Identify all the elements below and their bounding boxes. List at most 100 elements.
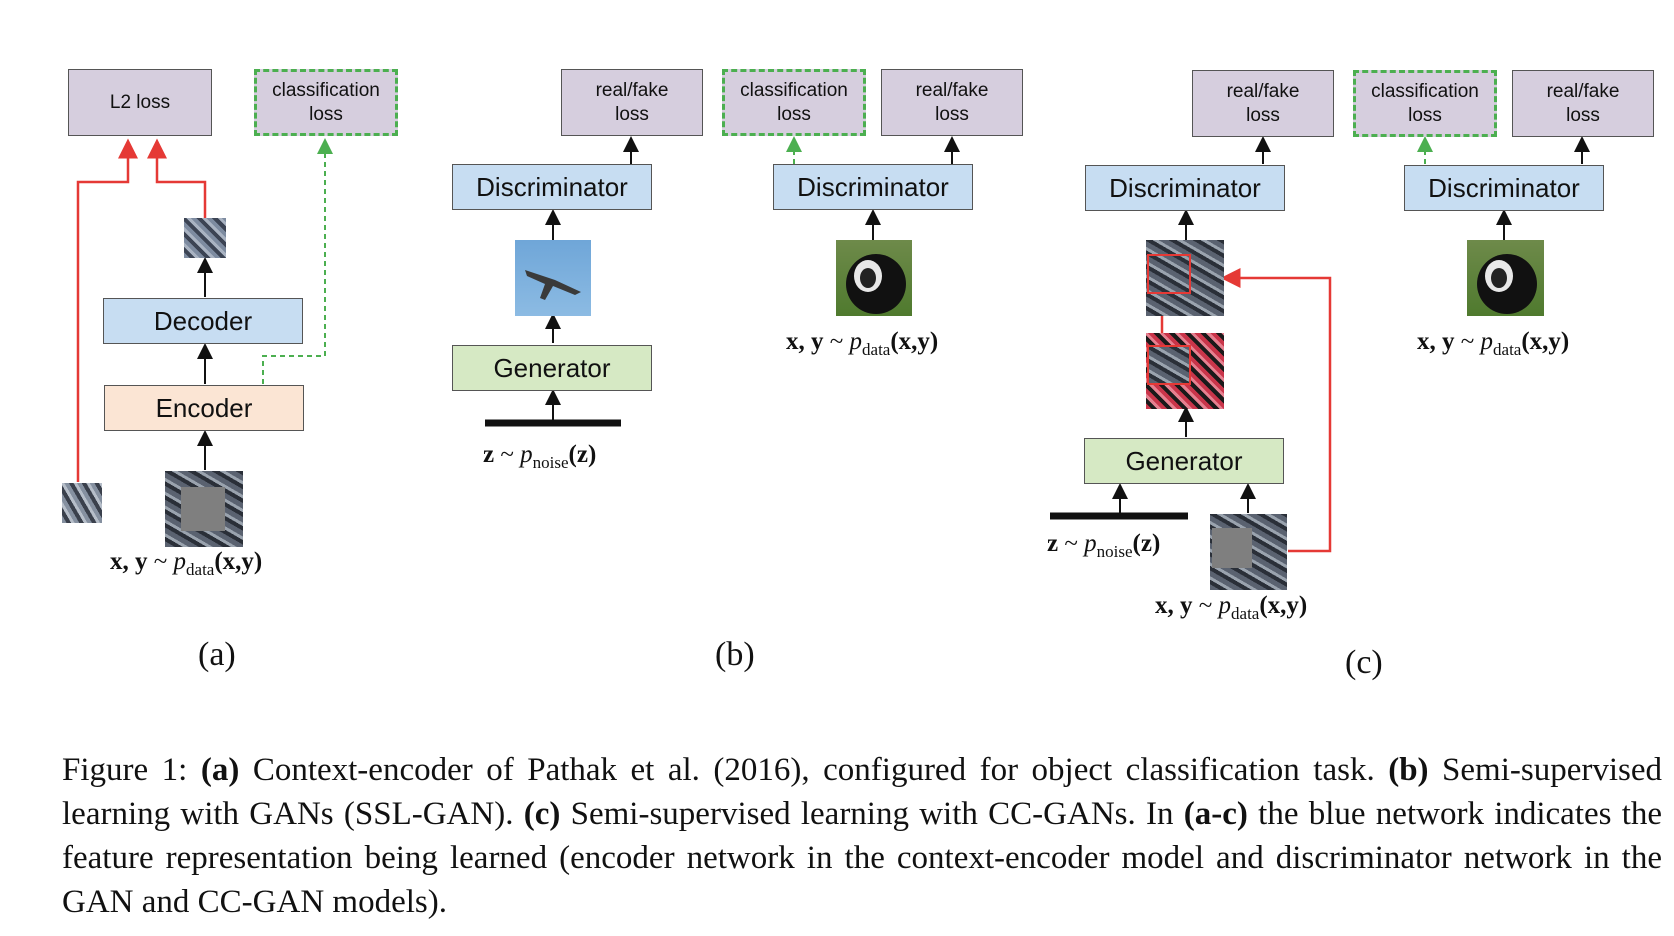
formula-p: p (849, 328, 863, 355)
caption-in: In (1146, 796, 1174, 832)
formula-tilde: ~ (829, 328, 844, 355)
discriminator-label: Discriminator (476, 171, 628, 202)
formula-sub: data (1493, 340, 1522, 359)
caption-tag-a: (a) (200, 752, 240, 788)
classification-loss-box-a: classification loss (254, 69, 398, 136)
real-fake-loss-line2: loss (935, 103, 969, 125)
formula-args: (x,y) (214, 548, 263, 575)
generated-patch-image (1146, 333, 1224, 409)
real-fake-loss-box-c1: real/fake loss (1192, 70, 1334, 137)
formula-sub: noise (1096, 542, 1133, 561)
formula-p: p (173, 548, 187, 575)
encoder-label: Encoder (155, 392, 253, 423)
real-fake-loss-line1: real/fake (915, 79, 989, 101)
data-distribution-formula-c: x, y ~ pdata(x,y) (1155, 592, 1307, 624)
classification-loss-line2: loss (309, 103, 343, 125)
caption-tag-c: (c) (523, 796, 561, 832)
formula-sub: data (1231, 604, 1260, 623)
reconstructed-patch-image (184, 218, 226, 258)
airplane-icon (525, 270, 581, 300)
encoder-box: Encoder (104, 385, 304, 431)
red-arrow-input-to-output (1220, 268, 1332, 553)
masked-input-image-a (165, 471, 243, 547)
noise-formula-c: z ~ pnoise(z) (1047, 530, 1160, 562)
real-fake-loss-line2: loss (615, 103, 649, 125)
caption-tag-b: (b) (1388, 752, 1429, 788)
formula-p: p (520, 441, 533, 468)
formula-tilde: ~ (1198, 592, 1213, 619)
discriminator-box-c2: Discriminator (1404, 165, 1604, 211)
discriminator-box-b1: Discriminator (452, 164, 652, 210)
panel-label-b: (b) (715, 636, 755, 673)
context-patch-image (62, 483, 102, 523)
formula-xy: x, y (1417, 328, 1455, 355)
formula-args: (x,y) (890, 328, 939, 355)
caption-text-rest: the blue network indicates the feature r… (62, 796, 1663, 920)
classification-loss-box-b: classification loss (722, 69, 866, 136)
real-fake-loss-line1: real/fake (1226, 80, 1300, 102)
classification-loss-line1: classification (740, 79, 848, 101)
formula-xy: x, y (1155, 592, 1193, 619)
monkey-icon (1477, 254, 1537, 314)
l2-loss-box: L2 loss (68, 69, 212, 136)
formula-tilde: ~ (153, 548, 168, 575)
real-fake-loss-line1: real/fake (1546, 80, 1620, 102)
formula-z: z (483, 441, 495, 468)
real-fake-loss-box-b1: real/fake loss (561, 69, 703, 136)
data-distribution-formula-a: x, y ~ pdata(x,y) (110, 548, 262, 580)
real-monkey-image-c (1467, 240, 1544, 316)
real-fake-loss-box-c2: real/fake loss (1512, 70, 1654, 137)
formula-p: p (1480, 328, 1494, 355)
noise-formula-b: z ~ pnoise(z) (483, 441, 596, 473)
discriminator-label: Discriminator (797, 171, 949, 202)
green-dash-encoder-to-classloss (262, 138, 333, 384)
discriminator-box-b2: Discriminator (773, 164, 973, 210)
formula-sub: noise (532, 453, 569, 472)
caption-figure-number: Figure 1: (62, 752, 188, 788)
masked-input-image-c (1210, 514, 1287, 590)
formula-xy: x, y (786, 328, 824, 355)
caption-text-b: Semi-supervised learning with GANs (SSL-… (62, 752, 1663, 832)
data-distribution-formula-b: x, y ~ pdata(x,y) (786, 328, 938, 360)
figure-caption: Figure 1: (a) Context-encoder of Pathak … (62, 748, 1662, 924)
formula-args: (x,y) (1521, 328, 1570, 355)
generator-box-c: Generator (1084, 438, 1284, 484)
formula-tilde: ~ (500, 441, 514, 468)
real-fake-loss-box-b2: real/fake loss (881, 69, 1023, 136)
red-arrow-context-to-l2 (76, 138, 138, 482)
generator-label: Generator (1125, 445, 1243, 476)
classification-loss-line2: loss (1408, 104, 1442, 126)
formula-p: p (1218, 592, 1232, 619)
real-fake-loss-line2: loss (1246, 104, 1280, 126)
caption-tag-ac: (a-c) (1183, 796, 1248, 832)
discriminator-label: Discriminator (1109, 172, 1261, 203)
formula-tilde: ~ (1064, 530, 1078, 557)
formula-z: z (1047, 530, 1059, 557)
decoder-label: Decoder (153, 305, 253, 336)
formula-sub: data (862, 340, 891, 359)
formula-args: (z) (1132, 530, 1161, 557)
data-distribution-formula-c-right: x, y ~ pdata(x,y) (1417, 328, 1569, 360)
generator-label: Generator (493, 352, 611, 383)
classification-loss-line1: classification (1371, 80, 1479, 102)
red-arrow-output-to-l2 (147, 138, 207, 220)
generated-airplane-image (515, 240, 591, 316)
discriminator-box-c1: Discriminator (1085, 165, 1285, 211)
classification-loss-line1: classification (272, 79, 380, 101)
formula-sub: data (186, 560, 215, 579)
real-fake-loss-line2: loss (1566, 104, 1600, 126)
formula-args: (z) (568, 441, 597, 468)
formula-args: (x,y) (1259, 592, 1308, 619)
decoder-box: Decoder (103, 298, 303, 344)
generator-box-b: Generator (452, 345, 652, 391)
l2-loss-label: L2 loss (109, 91, 171, 113)
classification-loss-box-c: classification loss (1353, 70, 1497, 137)
formula-tilde: ~ (1460, 328, 1475, 355)
formula-p: p (1084, 530, 1097, 557)
caption-text-a: Context-encoder of Pathak et al. (2016),… (252, 752, 1375, 788)
formula-xy: x, y (110, 548, 148, 575)
real-monkey-image-b (836, 240, 912, 316)
caption-text-c: Semi-supervised learning with CC-GANs. (570, 796, 1136, 832)
monkey-icon (846, 254, 906, 314)
